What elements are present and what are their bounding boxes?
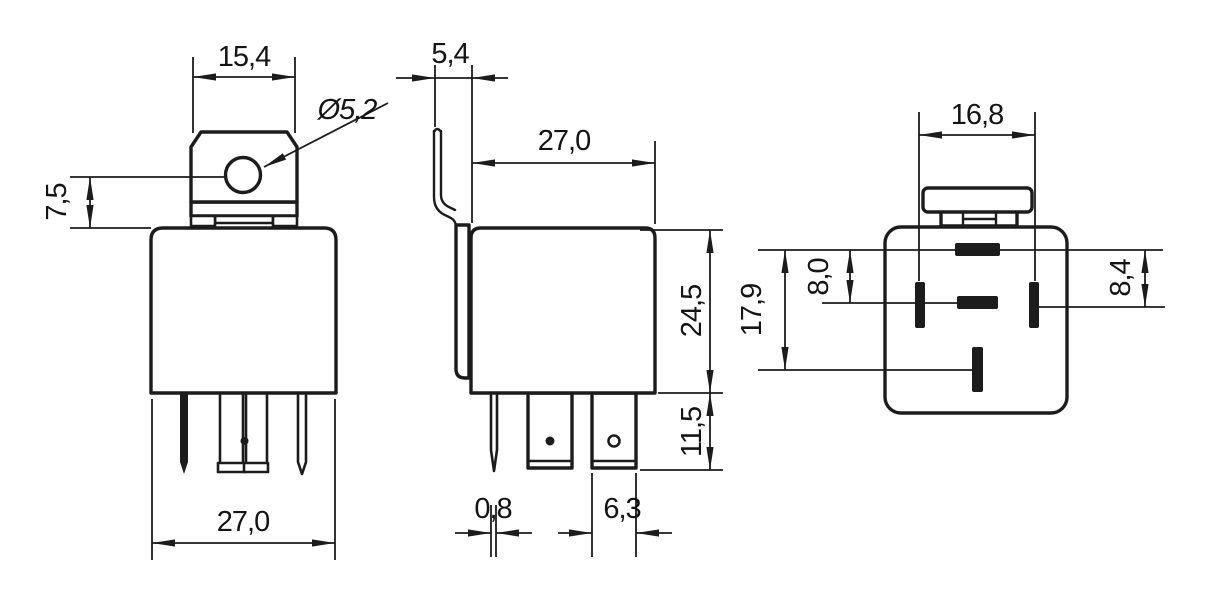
dim-bottom-pin-field-height: 17,9 — [736, 284, 768, 336]
front-mounting-hole — [223, 155, 263, 195]
front-blade-left — [218, 391, 245, 467]
bottom-terminal-center — [957, 296, 998, 309]
bottom-terminal-left — [915, 282, 925, 328]
side-body — [469, 226, 657, 395]
side-bracket-plate — [454, 223, 471, 380]
dim-front-hole-offset: 7,5 — [41, 183, 73, 220]
bottom-bracket-flange — [921, 186, 1034, 214]
front-body-width-ext-lines — [151, 399, 336, 560]
side-pin-thin — [489, 391, 499, 473]
front-body — [149, 226, 338, 395]
front-pin-right — [296, 391, 308, 476]
dim-front-bracket-width: 15,4 — [218, 41, 271, 73]
side-blade-b — [590, 391, 638, 470]
bottom-terminal-top — [955, 243, 1000, 256]
dim-bottom-mount-pin-span: 16,8 — [951, 99, 1003, 131]
side-blade-a-hole — [545, 436, 555, 446]
dim-side-bracket-offset: 5,4 — [431, 38, 469, 70]
dim-side-body-depth: 27,0 — [538, 125, 590, 157]
bottom-terminal-bottom — [972, 347, 983, 392]
front-bracket-band — [189, 200, 299, 218]
front-pin-left — [180, 393, 188, 474]
front-bracket-notch — [213, 214, 275, 225]
front-bracket-tab-right — [271, 214, 299, 228]
front-hole-offset-ext-lines — [70, 176, 224, 229]
side-blade-b-hole — [607, 434, 621, 448]
front-hole-leader-line — [263, 102, 389, 168]
front-blade-left-foot — [216, 461, 247, 474]
dim-side-pin-length: 11,5 — [676, 407, 708, 457]
front-blade-rivet — [240, 437, 249, 445]
bottom-bracket-fold-detail — [961, 210, 998, 228]
side-bracket-tab-inner — [439, 129, 457, 212]
front-blade-right-foot — [242, 461, 270, 474]
front-bracket-width-ext-lines — [192, 57, 296, 133]
dim-side-pin-thickness: 0,8 — [474, 493, 511, 525]
side-pin-width-ext-lines — [591, 473, 637, 557]
side-bracket-tab-cap — [432, 127, 443, 134]
side-blade-a — [526, 391, 574, 470]
bottom-view: 16,8 17,9 8,0 8,4 — [736, 99, 1165, 415]
bottom-body — [883, 225, 1069, 415]
dim-bottom-row-offset-left: 8,0 — [803, 258, 835, 295]
dim-front-body-width: 27,0 — [217, 506, 269, 538]
side-bracket-tab-outer — [432, 129, 458, 229]
side-bracket-offset-ext-lines — [434, 65, 473, 223]
bottom-terminal-right — [1029, 282, 1039, 328]
dim-bottom-row-offset-right: 8,4 — [1105, 258, 1137, 296]
dim-side-body-height: 24,5 — [676, 285, 708, 337]
bottom-mount-span-ext-lines — [918, 112, 1036, 281]
dim-front-hole-diameter: Ø5,2 — [317, 94, 378, 126]
dim-side-pin-width: 6,3 — [603, 493, 640, 525]
front-blade-right — [244, 391, 269, 467]
front-view: 15,4 Ø5,2 7,5 27,0 — [41, 41, 389, 560]
side-view: 5,4 27,0 24,5 11,5 0,8 6,3 — [396, 38, 723, 557]
front-bracket-tab-left — [189, 214, 217, 228]
